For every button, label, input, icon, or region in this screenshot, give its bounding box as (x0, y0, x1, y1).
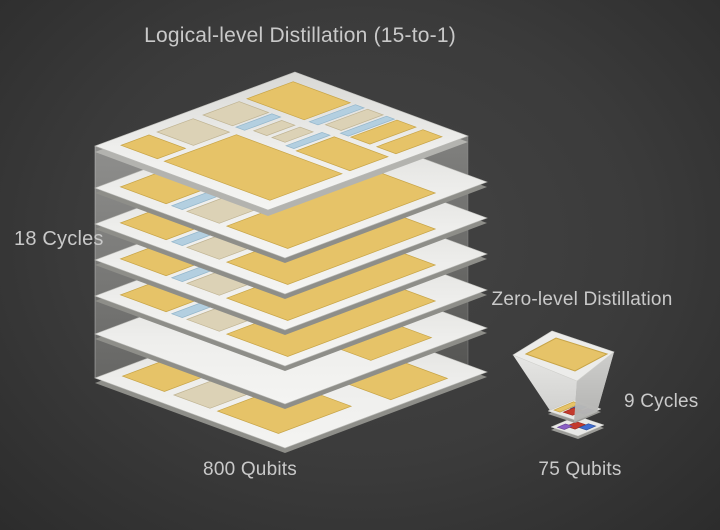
plate-gold-rect (375, 129, 443, 155)
plate-blue-rect (308, 104, 366, 126)
logical-stack-3d (94, 71, 488, 453)
plate-tan-rect (202, 101, 270, 127)
plate-tblue-rect (578, 423, 597, 431)
plate-tan-rect (252, 120, 296, 136)
plate-blue-rect (285, 132, 331, 149)
plate-gold-rect (349, 119, 417, 145)
logical-qubits-label: 800 Qubits (203, 459, 297, 480)
logical-title: Logical-level Distillation (15-to-1) (144, 24, 456, 47)
zero-qubits-label: 75 Qubits (538, 459, 622, 480)
zero-cycles-label: 9 Cycles (624, 391, 699, 412)
zero-funnel-3d (512, 330, 615, 439)
plate-red-rect (565, 421, 587, 430)
plate-tan-rect (270, 126, 315, 143)
funnel-front-right-face (574, 352, 614, 422)
plate-blue-rect (339, 115, 396, 137)
zero-title: Zero-level Distillation (491, 289, 673, 310)
plate-tan-rect (324, 108, 385, 131)
plate-tan-rect (156, 118, 231, 146)
plate-blue-rect (234, 113, 282, 131)
logical-cycles-label: 18 Cycles (14, 228, 104, 250)
plate-purple-rect (556, 423, 574, 430)
plate-gold-rect (295, 136, 389, 172)
funnel-gold-plate (524, 337, 609, 372)
plate-gold-rect (163, 134, 343, 201)
plate-gold-rect (246, 81, 352, 121)
plate-gold-rect (120, 134, 187, 160)
